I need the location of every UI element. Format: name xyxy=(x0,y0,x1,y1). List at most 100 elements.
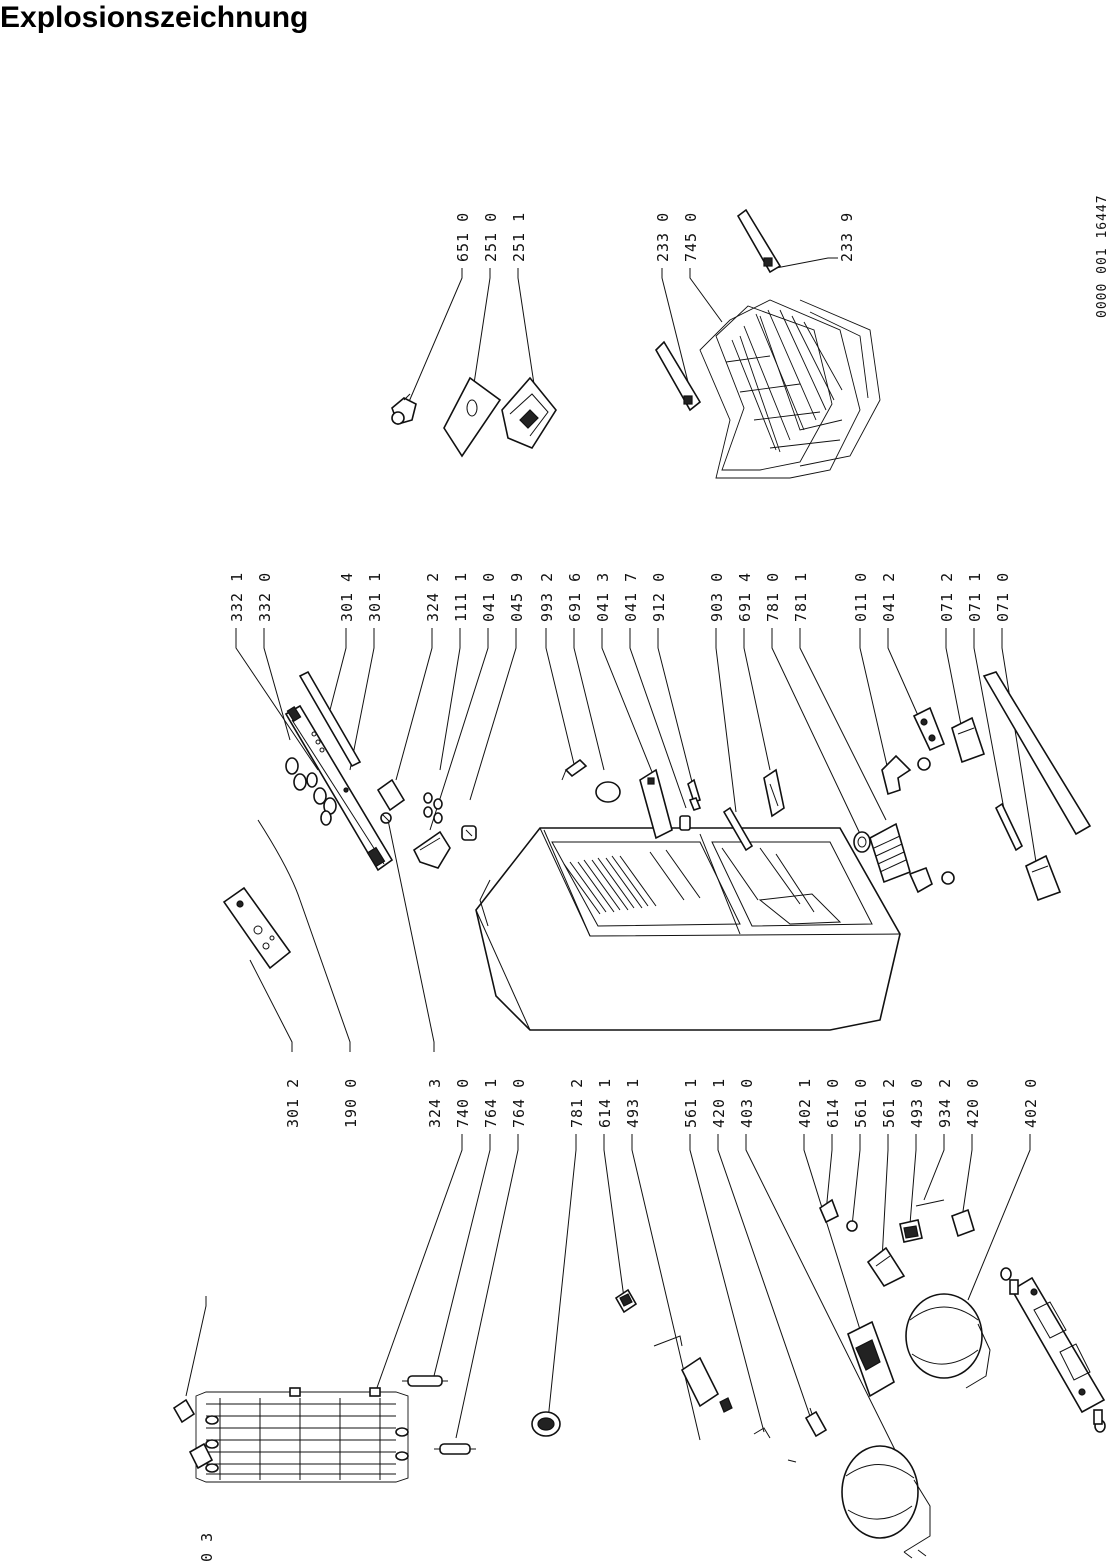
thermostat-041-0 xyxy=(412,830,451,869)
label-190-0: 190 0 xyxy=(342,1078,360,1128)
foot-740-3 xyxy=(172,1398,214,1470)
document-number-text: 0000 001 16447 xyxy=(1095,194,1110,318)
door-seal-071-0 xyxy=(982,671,1092,836)
part-614-0 xyxy=(819,1198,840,1224)
label-561-0: 561 0 xyxy=(852,1078,870,1128)
sensor-045-9 xyxy=(461,825,477,841)
part-420-1 xyxy=(804,1407,828,1438)
label-332-1: 332 1 xyxy=(228,572,246,622)
filter-764-0 xyxy=(434,1443,476,1455)
label-301-2: 301 2 xyxy=(284,1078,302,1128)
label-993-2: 993 2 xyxy=(538,572,556,622)
bracket-041-3 xyxy=(639,768,673,840)
label-402-0: 402 0 xyxy=(1022,1078,1040,1128)
handle-691-4 xyxy=(763,768,785,818)
compressor-402-0 xyxy=(905,1293,991,1389)
label-041-0: 041 0 xyxy=(480,572,498,622)
label-493-1: 493 1 xyxy=(624,1078,642,1128)
shelf-clip-233-0 xyxy=(655,340,702,412)
filter-764-1 xyxy=(402,1375,448,1387)
label-420-1: 420 1 xyxy=(710,1078,728,1128)
label-912-0: 912 0 xyxy=(650,572,668,622)
drain-903-0 xyxy=(722,806,754,852)
label-934-2: 934 2 xyxy=(936,1078,954,1128)
grill-781-1 xyxy=(869,822,911,884)
label-plate-324-2 xyxy=(376,778,406,812)
relay-box-402-1 xyxy=(847,1320,895,1398)
shelf-clip-233-9 xyxy=(736,208,782,274)
label-402-1: 402 1 xyxy=(796,1078,814,1128)
strip-071-1 xyxy=(994,802,1024,852)
label-041-7: 041 7 xyxy=(622,572,640,622)
label-041-3: 041 3 xyxy=(594,572,612,622)
part-420-0 xyxy=(951,1208,975,1238)
label-740-3: 740 3 xyxy=(198,1532,216,1562)
label-614-1: 614 1 xyxy=(596,1078,614,1128)
disc-691-6 xyxy=(595,781,621,803)
wires-561 xyxy=(753,1427,797,1463)
label-071-1: 071 1 xyxy=(966,572,984,622)
label-071-0: 071 0 xyxy=(994,572,1012,622)
part-561-0 xyxy=(846,1220,858,1232)
label-903-0: 903 0 xyxy=(708,572,726,622)
part-561-2 xyxy=(866,1246,906,1288)
heater-993-2 xyxy=(561,758,588,781)
label-301-1: 301 1 xyxy=(366,572,384,622)
label-781-0: 781 0 xyxy=(764,572,782,622)
label-045-9: 045 9 xyxy=(508,572,526,622)
label-691-6: 691 6 xyxy=(566,572,584,622)
lamp-651-0 xyxy=(391,393,417,425)
ring-781-0 xyxy=(853,831,871,853)
hinge-071-2 xyxy=(951,716,1062,902)
label-614-0: 614 0 xyxy=(824,1078,842,1128)
label-781-1: 781 1 xyxy=(792,572,810,622)
wire-shelves-745-0 xyxy=(699,299,881,479)
compressor-403-0 xyxy=(841,1445,931,1559)
document-number: 0000 001 16447 xyxy=(1095,194,1110,318)
grommet-781-2 xyxy=(531,1411,561,1437)
wire-190-0 xyxy=(257,819,301,901)
clips-111-1 xyxy=(423,792,443,824)
clip-493-1 xyxy=(653,1335,683,1347)
cabinet-body xyxy=(475,827,901,1031)
cap-041-7 xyxy=(679,815,691,831)
screws-912-0 xyxy=(687,778,702,811)
label-251-0: 251 0 xyxy=(482,212,500,262)
label-403-0: 403 0 xyxy=(738,1078,756,1128)
relay-cover-561-1 xyxy=(680,1356,733,1413)
leader-lines xyxy=(185,257,1037,1461)
label-764-1: 764 1 xyxy=(482,1078,500,1128)
relay-614-1 xyxy=(614,1288,638,1314)
label-233-9: 233 9 xyxy=(838,212,856,262)
label-251-1: 251 1 xyxy=(510,212,528,262)
label-301-4: 301 4 xyxy=(338,572,356,622)
label-332-0: 332 0 xyxy=(256,572,274,622)
label-561-1: 561 1 xyxy=(682,1078,700,1128)
label-764-0: 764 0 xyxy=(510,1078,528,1128)
part-493-0 xyxy=(899,1219,923,1243)
label-233-0: 233 0 xyxy=(654,212,672,262)
page-title: Explosionszeichnung xyxy=(0,1,309,34)
label-324-3: 324 3 xyxy=(426,1078,444,1128)
label-781-2: 781 2 xyxy=(568,1078,586,1128)
hinge-041-2 xyxy=(912,706,946,752)
label-691-4: 691 4 xyxy=(736,572,754,622)
label-493-0: 493 0 xyxy=(908,1078,926,1128)
top-labels: 651 0 251 0 251 1 233 0 745 0 233 9 xyxy=(454,212,856,262)
mounting-plate-402-0 xyxy=(1000,1267,1106,1433)
condenser-740-0 xyxy=(195,1387,409,1483)
lamp-cover-251-1 xyxy=(501,376,557,449)
middle-labels: 332 1 332 0 301 4 301 1 324 2 111 1 041 … xyxy=(228,572,1012,622)
label-561-2: 561 2 xyxy=(880,1078,898,1128)
trim-strip-301-4 xyxy=(298,670,362,768)
label-041-2: 041 2 xyxy=(880,572,898,622)
label-324-2: 324 2 xyxy=(424,572,442,622)
knobs-332 xyxy=(285,757,337,826)
switch-plate-301-2 xyxy=(222,886,292,970)
control-panel-301-1 xyxy=(284,704,394,872)
lower-labels: 301 2 190 0 324 3 740 0 764 1 764 0 781 … xyxy=(198,1078,1040,1562)
screw-324-3 xyxy=(380,812,392,824)
sticker-251-0 xyxy=(443,376,502,458)
label-745-0: 745 0 xyxy=(682,212,700,262)
